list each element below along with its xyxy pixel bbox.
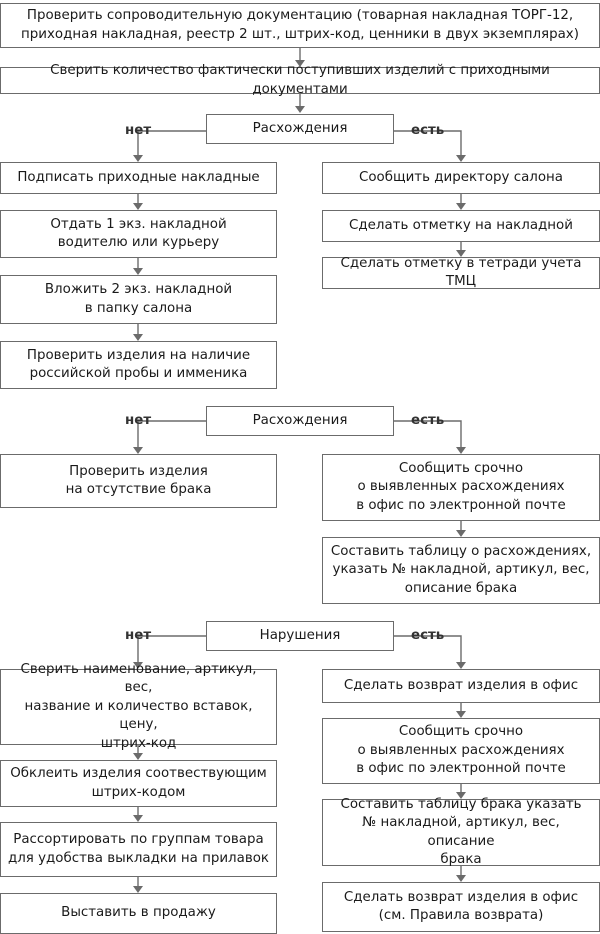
step-discrepancy-table: Составить таблицу о расхождениях, указат…: [322, 537, 600, 604]
step-check-defects: Проверить изделия на отсутствие брака: [0, 454, 277, 508]
step-check-documents: Проверить сопроводительную документацию …: [0, 3, 600, 48]
step-reconcile-quantity: Сверить количество фактически поступивши…: [0, 63, 600, 97]
label-no-1: нет: [125, 123, 152, 138]
decision-discrepancies-2: Расхождения: [206, 406, 394, 436]
step-check-hallmark: Проверить изделия на наличие российской …: [0, 341, 277, 389]
label-yes-2: есть: [411, 413, 445, 428]
step-sort-groups: Рассортировать по группам товара для удо…: [0, 822, 277, 877]
step-verify-item-details: Сверить наименование, артикул, вес, назв…: [0, 662, 277, 751]
step-notify-director: Сообщить директору салона: [322, 162, 600, 194]
step-put-copy-folder: Вложить 2 экз. накладной в папку салона: [0, 275, 277, 324]
step-urgent-email-2: Сообщить срочно о выявленных расхождения…: [322, 718, 600, 784]
decision-violations: Нарушения: [206, 621, 394, 651]
step-mark-notebook: Сделать отметку в тетради учета ТМЦ: [322, 256, 600, 289]
step-sign-invoices: Подписать приходные накладные: [0, 162, 277, 194]
step-put-on-sale: Выставить в продажу: [0, 893, 277, 934]
step-return-rules: Сделать возврат изделия в офис (см. Прав…: [322, 882, 600, 932]
step-urgent-email-1: Сообщить срочно о выявленных расхождения…: [322, 454, 600, 521]
step-give-copy-driver: Отдать 1 экз. накладной водителю или кур…: [0, 210, 277, 258]
step-mark-invoice: Сделать отметку на накладной: [322, 210, 600, 242]
label-no-3: нет: [125, 628, 152, 643]
step-defect-table: Составить таблицу брака указать № наклад…: [322, 797, 600, 867]
decision-discrepancies-1: Расхождения: [206, 114, 394, 144]
label-yes-3: есть: [411, 628, 445, 643]
step-return-to-office: Сделать возврат изделия в офис: [322, 669, 600, 703]
label-no-2: нет: [125, 413, 152, 428]
label-yes-1: есть: [411, 123, 445, 138]
step-apply-barcode: Обклеить изделия соотвествующим штрих-ко…: [0, 760, 277, 807]
